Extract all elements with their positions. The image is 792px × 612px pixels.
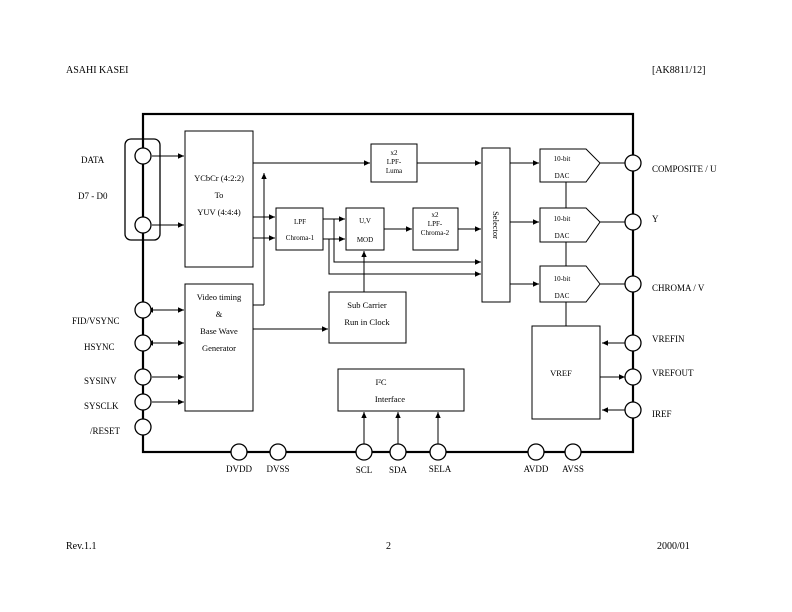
label-chroma: CHROMA / V [652,283,705,293]
label-avdd: AVDD [524,464,549,474]
label-vrefin: VREFIN [652,334,685,344]
dac-3-line-2: DAC [555,292,570,300]
footer-revision: Rev.1.1 [66,541,97,552]
sub-carrier-block: Sub Carrier Run in Clock [328,291,407,344]
pin-chroma [624,275,642,293]
lpf-chroma2-line-3: Chroma-2 [421,229,450,237]
lpf-luma-line-3: Luma [386,167,403,175]
i2c-line-1: I²C [375,377,386,387]
label-fid-vsync: FID/VSYNC [72,316,120,326]
right-pins [624,154,642,419]
lpf-chroma-2-block: x2 LPF- Chroma-2 [412,207,459,251]
pin-composite [624,154,642,172]
label-sda: SDA [389,465,408,475]
lpf-luma-line-2: LPF- [387,158,402,166]
dac-chroma: 10-bit DAC [539,265,601,303]
selector-label: Selector [491,211,501,239]
label-composite: COMPOSITE / U [652,164,717,174]
uv-mod-block: U,V MOD [345,207,385,251]
label-sysinv: SYSINV [84,376,117,386]
label-sela: SELA [429,464,452,474]
sub-carrier-line-1: Sub Carrier [347,300,387,310]
pin-scl [355,443,373,461]
vref-block: VREF [531,325,601,420]
lpf-chroma1-line-1: LPF [294,218,306,226]
i2c-line-2: Interface [375,394,405,404]
format-converter-block: YCbCr (4:2:2) To YUV (4:4:4) [184,130,254,268]
pin-data-lower [134,216,152,234]
lpf-luma-line-1: x2 [391,149,399,157]
pin-sysclk [134,393,152,411]
label-reset: /RESET [90,426,121,436]
pin-vrefout [624,368,642,386]
pin-reset [134,418,152,436]
pin-dvdd [230,443,248,461]
converter-line-3: YUV (4:4:4) [197,207,241,217]
dac-2-line-1: 10-bit [554,215,571,223]
footer-page-number: 2 [386,541,391,552]
pin-avss [564,443,582,461]
mod-line-1: U,V [359,217,371,225]
selector-block: Selector [481,147,511,303]
lpf-chroma2-line-1: x2 [432,211,440,219]
converter-line-2: To [215,190,224,200]
label-hsync: HSYNC [84,342,115,352]
dac-3-line-1: 10-bit [554,275,571,283]
video-timing-line-4: Generator [202,343,236,353]
right-pin-labels: COMPOSITE / U Y CHROMA / V VREFIN VREFOU… [652,164,717,419]
label-sysclk: SYSCLK [84,401,119,411]
left-pin-labels: DATA D7 - D0 FID/VSYNC HSYNC SYSINV SYSC… [72,155,121,436]
data-bus-bracket [124,138,161,241]
header-part-number: [AK8811/12] [652,65,706,76]
label-iref: IREF [652,409,672,419]
dac-1-line-1: 10-bit [554,155,571,163]
label-data: DATA [81,155,105,165]
label-vrefout: VREFOUT [652,368,694,378]
dac-y: 10-bit DAC [539,207,601,243]
lpf-luma-block: x2 LPF- Luma [370,143,418,183]
pin-sela [429,443,447,461]
label-scl: SCL [356,465,373,475]
video-timing-line-1: Video timing [197,292,242,302]
mod-line-2: MOD [357,236,373,244]
bottom-pin-labels: DVDD DVSS SCL SDA SELA AVDD AVSS [226,464,584,475]
dac-2-line-2: DAC [555,232,570,240]
dac-composite: 10-bit DAC [539,148,601,183]
vref-label: VREF [550,368,572,378]
pin-y [624,213,642,231]
footer-date: 2000/01 [657,541,690,552]
pin-vrefin [624,334,642,352]
signal-wires [147,153,625,450]
pin-avdd [527,443,545,461]
label-dvdd: DVDD [226,464,252,474]
pin-iref [624,401,642,419]
label-y: Y [652,214,659,224]
pin-dvss [269,443,287,461]
dac-1-line-2: DAC [555,172,570,180]
pin-hsync [134,334,152,352]
pin-fid-vsync [134,301,152,319]
sub-carrier-line-2: Run in Clock [344,317,390,327]
lpf-chroma1-line-2: Chroma-1 [286,234,315,242]
label-avss: AVSS [562,464,584,474]
pin-sysinv [134,368,152,386]
label-data-bus: D7 - D0 [78,191,108,201]
pin-sda [389,443,407,461]
video-timing-line-2: & [216,309,223,319]
i2c-interface-block: I²C Interface [337,368,465,412]
video-timing-block: Video timing & Base Wave Generator [184,283,254,412]
video-timing-line-3: Base Wave [200,326,238,336]
bottom-pins [230,443,582,461]
left-pins [134,147,152,436]
lpf-chroma-1-block: LPF Chroma-1 [275,207,324,251]
label-dvss: DVSS [266,464,289,474]
lpf-chroma2-line-2: LPF- [428,220,443,228]
pin-data-upper [134,147,152,165]
header-company: ASAHI KASEI [66,65,129,76]
converter-line-1: YCbCr (4:2:2) [194,173,244,183]
